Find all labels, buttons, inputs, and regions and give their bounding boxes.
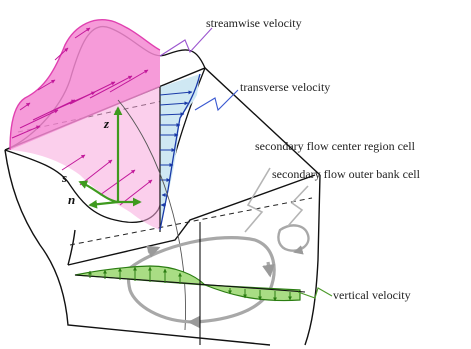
vertical-velocity-profile <box>74 265 306 302</box>
leader-vertical <box>297 287 333 299</box>
secondary-flow-outer-bank-cell <box>277 224 310 255</box>
secondary-flow-center-cell <box>126 236 276 329</box>
leader-secondary-outer <box>287 185 309 227</box>
transverse-velocity-profile <box>159 73 201 232</box>
label-secondary-outer-cell: secondary flow outer bank cell <box>272 167 421 181</box>
label-secondary-center-cell: secondary flow center region cell <box>255 139 416 153</box>
axis-n-label: n <box>68 192 75 207</box>
label-streamwise-velocity: streamwise velocity <box>206 16 302 30</box>
leader-secondary-center <box>244 167 271 233</box>
axis-z-label: z <box>103 116 110 131</box>
streamwise-velocity-profile <box>9 19 161 230</box>
label-vertical-velocity: vertical velocity <box>333 288 411 302</box>
leader-streamwise <box>159 27 213 57</box>
leader-transverse <box>194 89 239 112</box>
reference-curve <box>117 99 186 331</box>
axis-s-label: s <box>61 170 67 185</box>
coordinate-axes: z s n <box>61 106 142 209</box>
label-transverse-velocity: transverse velocity <box>240 80 330 94</box>
